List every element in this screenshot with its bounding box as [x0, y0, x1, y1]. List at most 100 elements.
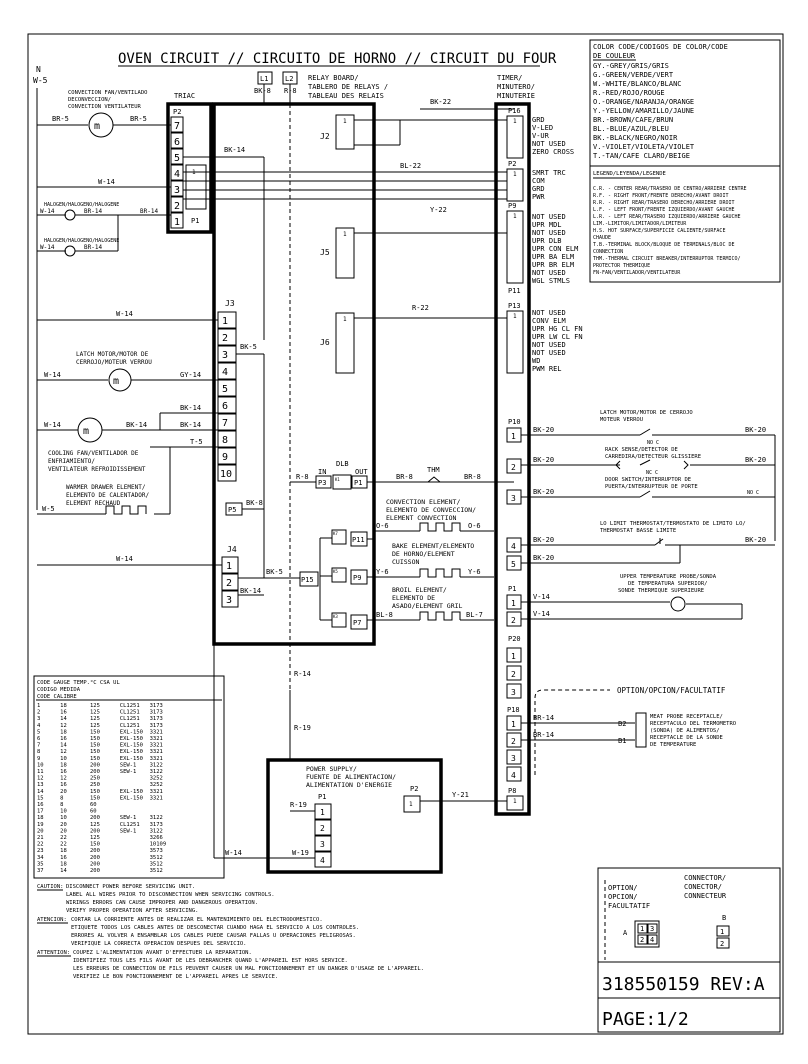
svg-text:WIRINGS ERRORS CAN CAUSE IMPRO: WIRINGS ERRORS CAN CAUSE IMPROPER AND DA…	[66, 900, 258, 906]
svg-text:3: 3	[511, 754, 516, 763]
power-y21: Y-21	[452, 791, 469, 799]
halogen-lamp-2-icon	[64, 245, 76, 257]
svg-text:10: 10	[220, 469, 232, 480]
gauge-table-row: 12 12 250 3252	[37, 776, 163, 782]
svg-text:P3: P3	[318, 479, 326, 487]
broil-label-3: ASADO/ELEMENT GRIL	[392, 602, 463, 610]
timer-board	[494, 102, 531, 816]
bake-element-icon	[419, 568, 461, 578]
bake-y6a: Y-6	[376, 568, 389, 576]
svg-text:L.F. - LEFT FRONT/FRENTE IZQUI: L.F. - LEFT FRONT/FRENTE IZQUIERDO/AVANT…	[593, 207, 734, 213]
svg-text:3: 3	[320, 840, 325, 849]
power-label-3: ALIMENTATION D'ENERGIE	[306, 781, 392, 789]
k5-relay	[331, 567, 347, 583]
power-p2-label: P2	[410, 785, 418, 793]
gauge-table-row: 9 10 150 EXL-150 3321	[37, 756, 163, 762]
gauge-table-row: 7 14 150 EXL-150 3321	[37, 743, 163, 749]
lolimit-label-1: LO LIMIT THERMOSTAT/TERMOSTATO DE LIMITO…	[600, 521, 746, 527]
svg-text:K1: K1	[335, 477, 340, 482]
svg-text:G.-GREEN/VERDE/VERT: G.-GREEN/VERDE/VERT	[593, 71, 674, 79]
halogen1-w14: W-14	[40, 208, 55, 215]
timer-p2-signals: SMRT TRC COM GRD PWR	[532, 169, 566, 201]
optional-boundary	[534, 689, 610, 775]
svg-text:SMRT TRC: SMRT TRC	[532, 169, 566, 177]
bake-y6b: Y-6	[468, 568, 481, 576]
j4-connector: 1 2 3	[221, 556, 239, 608]
title-block	[597, 961, 781, 1033]
svg-text:4: 4	[320, 856, 325, 865]
probe-label-3: SONDE THERMIQUE SUPERIEURE	[618, 588, 704, 594]
svg-text:CONECTOR/: CONECTOR/	[684, 883, 722, 891]
j6-label: J6	[320, 338, 330, 347]
svg-text:NOT USED: NOT USED	[532, 309, 566, 317]
warmer-label-1: WARMER DRAWER ELEMENT/	[66, 484, 146, 491]
r22-label: R-22	[412, 304, 429, 312]
power-p2-connector	[403, 795, 421, 813]
gauge-table-row: 22 22 150 10109	[37, 842, 166, 848]
svg-text:1: 1	[343, 316, 347, 323]
lolimit-thermostat-icon	[654, 538, 664, 546]
gauge-table-row: 3 14 125 CL1251 3173	[37, 716, 163, 722]
svg-text:K3: K3	[333, 614, 338, 619]
svg-text:ERRORES AL VOLVER A ENSAMBLAR: ERRORES AL VOLVER A ENSAMBLAR LOS CABLES…	[71, 933, 356, 939]
svg-text:5: 5	[174, 153, 180, 164]
p18-br14-a: BR-14	[533, 714, 554, 722]
svg-text:CODE GAUGE TEMP.°C CSA: CODE GAUGE TEMP.°C CSA UL	[37, 680, 120, 686]
svg-text:UPR DLB: UPR DLB	[532, 237, 562, 245]
power-r19: R-19	[290, 801, 307, 809]
warmer-element-icon	[105, 505, 147, 515]
gauge-table-row: 4 12 125 CL1251 3173	[37, 723, 163, 729]
gauge-table-row: 8 12 150 EXL-150 3321	[37, 749, 163, 755]
j6-connector	[335, 312, 355, 374]
svg-text:4: 4	[222, 367, 228, 378]
svg-text:1: 1	[343, 118, 347, 125]
p16-signals: GRD V-LED V-UR NOT USED ZERO CROSS	[532, 116, 574, 156]
svg-text:ZERO CROSS: ZERO CROSS	[532, 148, 574, 156]
l1-terminal	[257, 71, 273, 85]
svg-text:4: 4	[650, 936, 654, 944]
svg-text:FACULTATIF: FACULTATIF	[608, 902, 650, 910]
svg-text:H.S. HOT SURFACE/SUPERFICIE CA: H.S. HOT SURFACE/SUPERFICIE CALIENTE/SUR…	[593, 228, 725, 234]
dlb-out: OUT	[355, 468, 368, 476]
svg-text:1: 1	[513, 213, 517, 220]
svg-text:1: 1	[640, 925, 644, 933]
timer-p13-label: P13	[508, 302, 521, 310]
cool-fan-bk14c: BK-14	[180, 421, 201, 429]
halogen2-w14: W-14	[40, 244, 55, 251]
power-label-1: POWER SUPPLY/	[306, 765, 357, 773]
latch-switch-icon	[639, 428, 651, 436]
triac-label: TRIAC	[174, 92, 195, 100]
latch-left-label-2: CERROJO/MOTEUR VERROU	[76, 359, 152, 366]
bk8-label: BK-8	[254, 87, 271, 95]
svg-text:UPR LW CL FN: UPR LW CL FN	[532, 333, 583, 341]
svg-text:1: 1	[720, 928, 724, 936]
power-w19: W-19	[292, 849, 309, 857]
halogen1-label: HALOGEN/HALOGENO/HALOGENE	[44, 202, 119, 208]
color-code-title-1: COLOR CODE/CODIGOS DE COLOR/CODE	[593, 43, 728, 51]
gauge-table-row: 19 20 125 CL1251 3173	[37, 822, 163, 828]
svg-text:1: 1	[513, 798, 517, 805]
j3-label: J3	[225, 299, 235, 308]
l2-label: L2	[285, 75, 293, 83]
legend-list: C.R. - CENTER REAR/TRASERO DE CENTRO/ARR…	[593, 186, 747, 276]
bk8b-label: BK-8	[246, 499, 263, 507]
optional-label: OPTION/OPCION/FACULTATIF	[617, 686, 726, 695]
b1-label: B1	[618, 737, 626, 745]
gauge-table-row: 37 14 200 3512	[37, 868, 163, 874]
halogen2-label: HALOGEN/HALOGENO/HALOGENE	[44, 238, 119, 244]
timer-p11-label: P11	[508, 287, 521, 295]
thermal-breaker-icon	[427, 476, 441, 483]
svg-text:1: 1	[511, 432, 516, 441]
lolimit-bk20: BK-20	[745, 536, 766, 544]
svg-text:PROTECTOR THERMIQUE: PROTECTOR THERMIQUE	[593, 263, 650, 269]
svg-text:3: 3	[222, 350, 228, 361]
p15-connector	[299, 571, 319, 587]
rack-label-2: CARREDIRA/DETECTEUR GLISSIERE	[605, 454, 701, 460]
latch-right-bk20: BK-20	[745, 426, 766, 434]
dlb-r8: R-8	[296, 473, 309, 481]
svg-text:K5: K5	[333, 569, 338, 574]
svg-text:1: 1	[222, 316, 228, 327]
svg-text:1: 1	[226, 561, 232, 572]
